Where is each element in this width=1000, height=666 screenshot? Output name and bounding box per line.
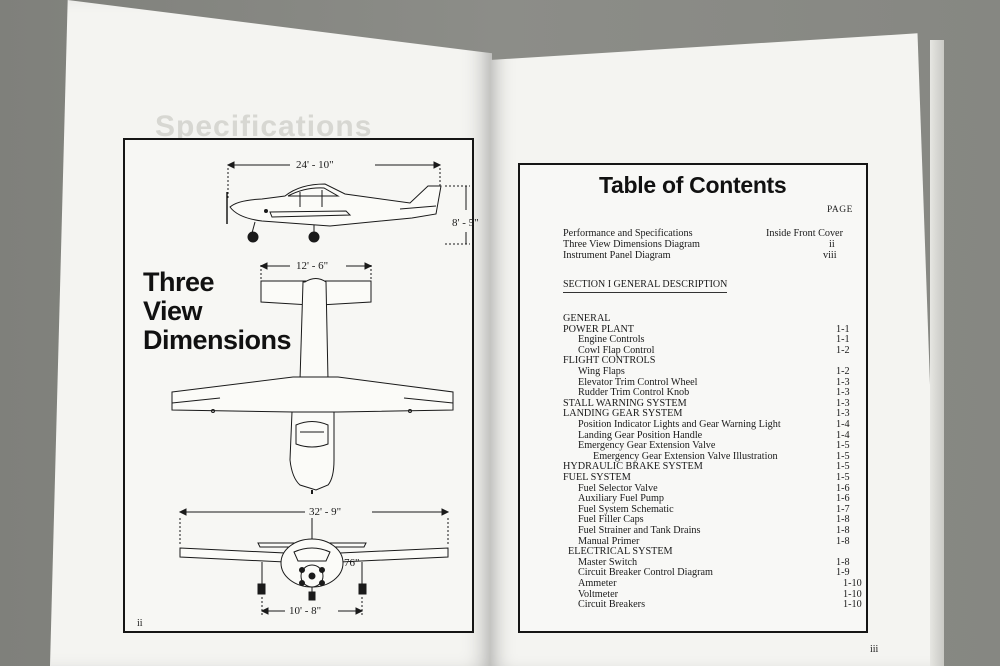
toc-entry-page: 1-3 [836,376,850,388]
toc-entry-label: Fuel Selector Valve [578,482,658,494]
three-view-title: Three View Dimensions [143,267,292,355]
toc-entry-label: Rudder Trim Control Knob [578,387,690,399]
toc-entry-label: ELECTRICAL SYSTEM [568,546,673,558]
toc-entry-label: Position Indicator Lights and Gear Warni… [578,419,781,430]
toc-entry-label: Landing Gear Position Handle [578,429,703,441]
toc-entry-page: 1-2 [836,344,850,356]
toc-front-label: Performance and Specifications [563,228,693,239]
toc-entry-page: 1-3 [836,387,850,399]
title-line-1: Three [143,267,215,297]
toc-entry-page: 1-8 [836,535,850,547]
toc-entry-label: Emergency Gear Extension Valve Illustrat… [593,450,778,462]
toc-front-page: Inside Front Cover [766,228,843,239]
toc-entry-page: 1-6 [836,493,850,505]
toc-title: Table of Contents [599,172,787,198]
toc-entry-page: 1-4 [836,429,850,441]
toc-entry-label: Manual Primer [578,535,640,547]
toc-entry-label: GENERAL [563,313,611,324]
toc-entry-page: 1-1 [836,334,850,346]
height-dimension: 8' - 5" [452,217,479,229]
toc-entry-label: HYDRAULIC BRAKE SYSTEM [563,461,703,473]
toc-entry-label: Fuel Filler Caps [578,514,644,526]
top-view-airplane [171,278,454,494]
toc-front-label: Three View Dimensions Diagram [563,239,700,250]
toc-entry-label: FLIGHT CONTROLS [563,355,656,367]
toc-entry-label: Fuel System Schematic [578,503,674,515]
toc-entry-page: 1-2 [836,366,850,377]
toc-entry-label: Circuit Breaker Control Diagram [578,567,713,579]
title-line-2: View [143,296,203,326]
toc-entry-label: STALL WARNING SYSTEM [563,397,687,409]
toc-entry-page: 1-8 [836,525,850,536]
toc-entry-page: 1-5 [836,440,850,452]
toc-front-page: viii [823,250,837,261]
section-heading: SECTION I GENERAL DESCRIPTION [563,279,728,293]
toc-entry-label: Ammeter [578,578,617,589]
toc-front-page: ii [829,239,835,250]
toc-entry-page: 1-5 [836,461,850,473]
toc-entry-label: LANDING GEAR SYSTEM [563,408,683,420]
prop-diameter-dimension: 76" [344,557,360,569]
wingspan-dimension: 32' - 9" [309,506,341,518]
page-stack-edge [930,40,944,666]
length-dimension: 24' - 10" [296,159,334,171]
toc-entry-label: Voltmeter [578,588,618,600]
toc-entry-page: 1-5 [836,450,850,462]
toc-entry-label: Auxiliary Fuel Pump [578,493,665,505]
toc-entry-page: 1-8 [836,556,850,568]
right-page-number: iii [870,644,879,655]
page-column-header: PAGE [827,205,853,215]
toc-entry-page: 1-8 [836,514,850,526]
toc-entry-label: Emergency Gear Extension Valve [578,440,716,452]
toc-entry-page: 1-3 [836,397,850,409]
toc-entry-label: Wing Flaps [578,366,625,377]
toc-entry-page: 1-6 [836,482,850,494]
toc-entry-page: 1-7 [836,503,850,515]
toc-entry-page: 1-4 [836,419,850,430]
toc-entry-page: 1-10 [843,599,862,611]
toc-entry-label: Cowl Flap Control [578,344,655,356]
toc-entry-page: 1-1 [836,323,850,335]
toc-entry-label: Engine Controls [578,334,645,346]
toc-entry-label: Master Switch [578,556,638,568]
toc-entry-page: 1-3 [836,408,850,420]
title-line-3: Dimensions [143,325,292,355]
toc-entry-label: Fuel Strainer and Tank Drains [578,525,701,536]
left-page-number: ii [137,618,143,629]
toc-entry-label: Elevator Trim Control Wheel [578,376,698,388]
toc-entry-label: FUEL SYSTEM [563,472,631,483]
toc-entry-label: Circuit Breakers [578,599,646,611]
toc-entry-label: POWER PLANT [563,323,635,335]
toc-entry-page: 1-5 [836,472,850,483]
toc-entry-page: 1-10 [843,588,862,600]
toc-frame [518,163,868,633]
toc-front-label: Instrument Panel Diagram [563,250,671,261]
gear-track-dimension: 10' - 8" [289,605,321,617]
side-view-airplane [226,183,442,243]
tail-span-dimension: 12' - 6" [296,260,328,272]
toc-entry-page: 1-10 [843,578,862,589]
show-through-heading: Specifications [155,110,373,143]
toc-entry-page: 1-9 [836,567,850,579]
front-view-airplane [179,518,449,601]
